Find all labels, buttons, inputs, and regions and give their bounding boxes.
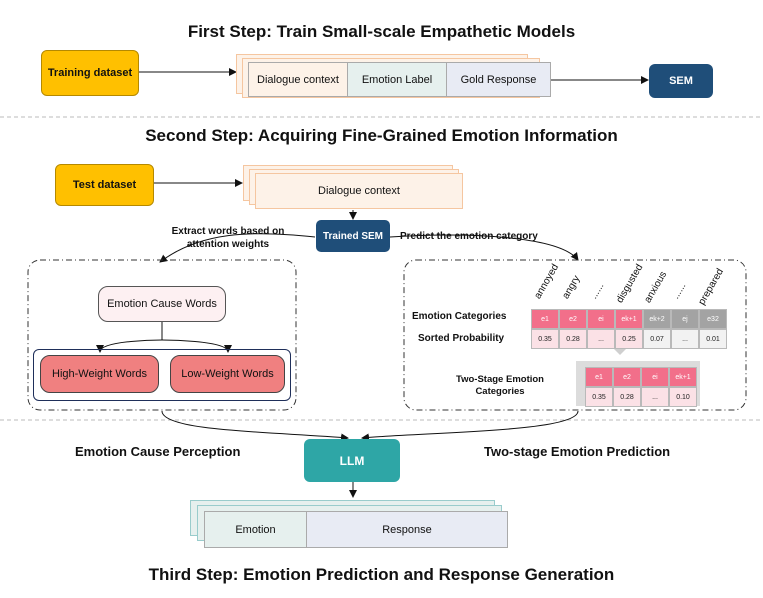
probability-cell: 0.28 [559, 329, 587, 349]
rotated-label: prepared [696, 266, 727, 307]
two-stage-probability-cell: ... [641, 387, 669, 407]
llm-box: LLM [304, 439, 400, 482]
dialogue-context-cell: Dialogue context [249, 63, 348, 96]
rotated-label: ...... [588, 281, 607, 301]
category-cell: e2 [559, 309, 587, 329]
category-cell: ej [671, 309, 699, 329]
chevron-down-icon [614, 349, 626, 355]
two-stage-category-cell: ek+1 [669, 367, 697, 387]
gold-response-cell: Gold Response [447, 63, 550, 96]
two-stage-prediction-label: Two-stage Emotion Prediction [484, 444, 671, 459]
probability-cell: ... [587, 329, 615, 349]
training-dataset-box: Training dataset [41, 50, 139, 96]
emotion-prediction-region [403, 259, 747, 411]
two-stage-table: e1 e2 ei ek+1 0.35 0.28 ... 0.10 [585, 367, 697, 407]
arrow-cause-to-llm [161, 410, 349, 442]
extract-words-label: Extract words based on attention weights [171, 226, 285, 250]
probability-cell: 0.25 [615, 329, 643, 349]
response-cell: Response [307, 512, 507, 547]
test-dataset-box: Test dataset [55, 164, 154, 206]
two-stage-probability-cell: 0.28 [613, 387, 641, 407]
category-cell: e1 [531, 309, 559, 329]
arrow-sem-to-cause [159, 233, 316, 263]
category-cell: ek+2 [643, 309, 671, 329]
trained-sem-box: Trained SEM [316, 220, 390, 252]
rotated-label: disgusted [614, 262, 646, 305]
rotated-label: anxious [642, 269, 670, 305]
step1-title: First Step: Train Small-scale Empathetic… [187, 22, 576, 41]
predict-category-label: Predict the emotion category [400, 231, 538, 242]
probability-cell: 0.07 [643, 329, 671, 349]
step2-title: Second Step: Acquiring Fine-Grained Emot… [145, 126, 618, 145]
rotated-label: ...... [670, 281, 689, 301]
rotated-label: annoyed [532, 262, 562, 301]
high-weight-words-box: High-Weight Words [40, 355, 159, 393]
emotion-cause-perception-label: Emotion Cause Perception [75, 444, 241, 459]
sorted-probability-label: Sorted Probability [418, 333, 505, 344]
low-weight-words-box: Low-Weight Words [170, 355, 285, 393]
emotion-label-cell: Emotion Label [348, 63, 447, 96]
weight-words-container [33, 349, 291, 401]
emotion-categories-label: Emotion Categories [412, 311, 507, 322]
rotated-labels-row: annoyed angry ...... disgusted anxious .… [532, 262, 746, 310]
two-stage-category-cell: e1 [585, 367, 613, 387]
step3-title: Third Step: Emotion Prediction and Respo… [148, 565, 615, 584]
two-stage-probability-cell: 0.10 [669, 387, 697, 407]
output-record: Emotion Response [204, 511, 508, 548]
category-table: e1 e2 ei ek+1 ek+2 ej e32 0.35 0.28 ... … [531, 309, 727, 349]
category-cell: e32 [699, 309, 727, 329]
category-cell: ek+1 [615, 309, 643, 329]
emotion-cause-words-box: Emotion Cause Words [98, 286, 226, 322]
step1-record: Dialogue context Emotion Label Gold Resp… [248, 62, 551, 97]
probability-cell: 0.35 [531, 329, 559, 349]
two-stage-probability-cell: 0.35 [585, 387, 613, 407]
probability-cell: ... [671, 329, 699, 349]
sem-box: SEM [649, 64, 713, 98]
probability-cell: 0.01 [699, 329, 727, 349]
emotion-cause-region [27, 259, 297, 411]
two-stage-category-cell: e2 [613, 367, 641, 387]
arrow-sem-to-categories [389, 234, 579, 261]
emotion-cell: Emotion [205, 512, 307, 547]
category-cell: ei [587, 309, 615, 329]
rotated-label: angry [560, 273, 583, 301]
two-stage-category-cell: ei [641, 367, 669, 387]
arrow-prediction-to-llm [361, 410, 579, 442]
dialogue-context-box: Dialogue context [255, 173, 463, 209]
two-stage-label: Two-Stage Emotion Categories [456, 374, 544, 397]
